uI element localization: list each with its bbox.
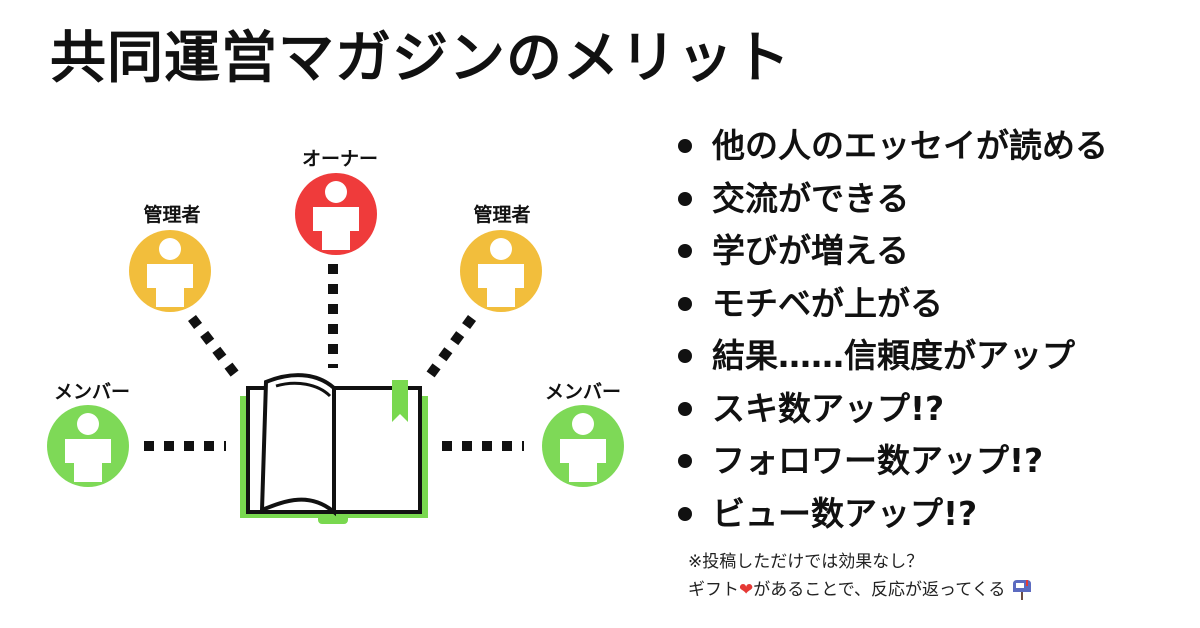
footnote: ※投稿しただけでは効果なし？ ギフト❤があることで、反応が返ってくる — [688, 548, 1033, 604]
benefit-item: スキ数アップ!? — [676, 383, 1108, 436]
benefit-item: 交流ができる — [676, 173, 1108, 226]
owner-label: オーナー — [302, 148, 378, 170]
benefit-item: 他の人のエッセイが読める — [676, 120, 1108, 173]
bullet-icon — [678, 244, 692, 258]
admin-label-left: 管理者 — [143, 203, 200, 226]
benefit-item: 学びが増える — [676, 225, 1108, 278]
admin-right-connector — [423, 315, 477, 381]
benefit-text: ビュー数アップ!? — [712, 493, 978, 533]
heart-icon: ❤ — [739, 580, 754, 600]
bullet-icon — [678, 349, 692, 363]
benefit-text: スキ数アップ!? — [712, 388, 945, 428]
bullet-icon — [678, 454, 692, 468]
page-title: 共同運営マガジンのメリット — [50, 26, 791, 91]
benefit-text: 交流ができる — [712, 178, 910, 218]
footnote-line-2-start: ギフト — [688, 580, 739, 600]
benefit-text: 結果……信頼度がアップ — [712, 336, 1075, 375]
admin-avatar-left — [129, 230, 211, 312]
bullet-icon — [678, 139, 692, 153]
member-avatar-right — [542, 405, 624, 487]
owner-avatar — [295, 173, 377, 255]
open-book-icon — [240, 373, 428, 524]
benefit-item: ビュー数アップ!? — [676, 488, 1108, 541]
benefit-text: 他の人のエッセイが読める — [712, 126, 1108, 165]
benefit-text: モチベが上がる — [712, 283, 943, 323]
bullet-icon — [678, 296, 692, 311]
admin-avatar-right — [460, 230, 542, 312]
benefit-item: モチベが上がる — [676, 278, 1108, 331]
bullet-icon — [678, 191, 692, 206]
footnote-line-2: ギフト❤があることで、反応が返ってくる — [688, 576, 1033, 604]
benefit-text: 学びが増える — [712, 231, 910, 270]
mailbox-icon — [1012, 580, 1031, 600]
footnote-line-1: ※投稿しただけでは効果なし？ — [688, 552, 924, 572]
magazine-diagram: オーナー 管理者 管理者 メンバー メンバー — [47, 148, 624, 524]
benefit-text: フォロワー数アップ!? — [712, 441, 1044, 480]
benefit-item: フォロワー数アップ!? — [676, 435, 1108, 488]
benefit-item: 結果……信頼度がアップ — [676, 330, 1108, 383]
bullet-icon — [678, 401, 692, 416]
footnote-line-2-end: があることで、反応が返ってくる — [753, 580, 1006, 600]
admin-left-connector — [188, 314, 242, 382]
member-avatar-left — [47, 405, 129, 487]
benefit-list: 他の人のエッセイが読める 交流ができる 学びが増える モチベが上がる 結果……信… — [676, 120, 1108, 540]
member-label-left: メンバー — [54, 381, 130, 403]
admin-label-right: 管理者 — [473, 203, 530, 226]
bullet-icon — [678, 506, 692, 521]
member-label-right: メンバー — [545, 381, 621, 403]
